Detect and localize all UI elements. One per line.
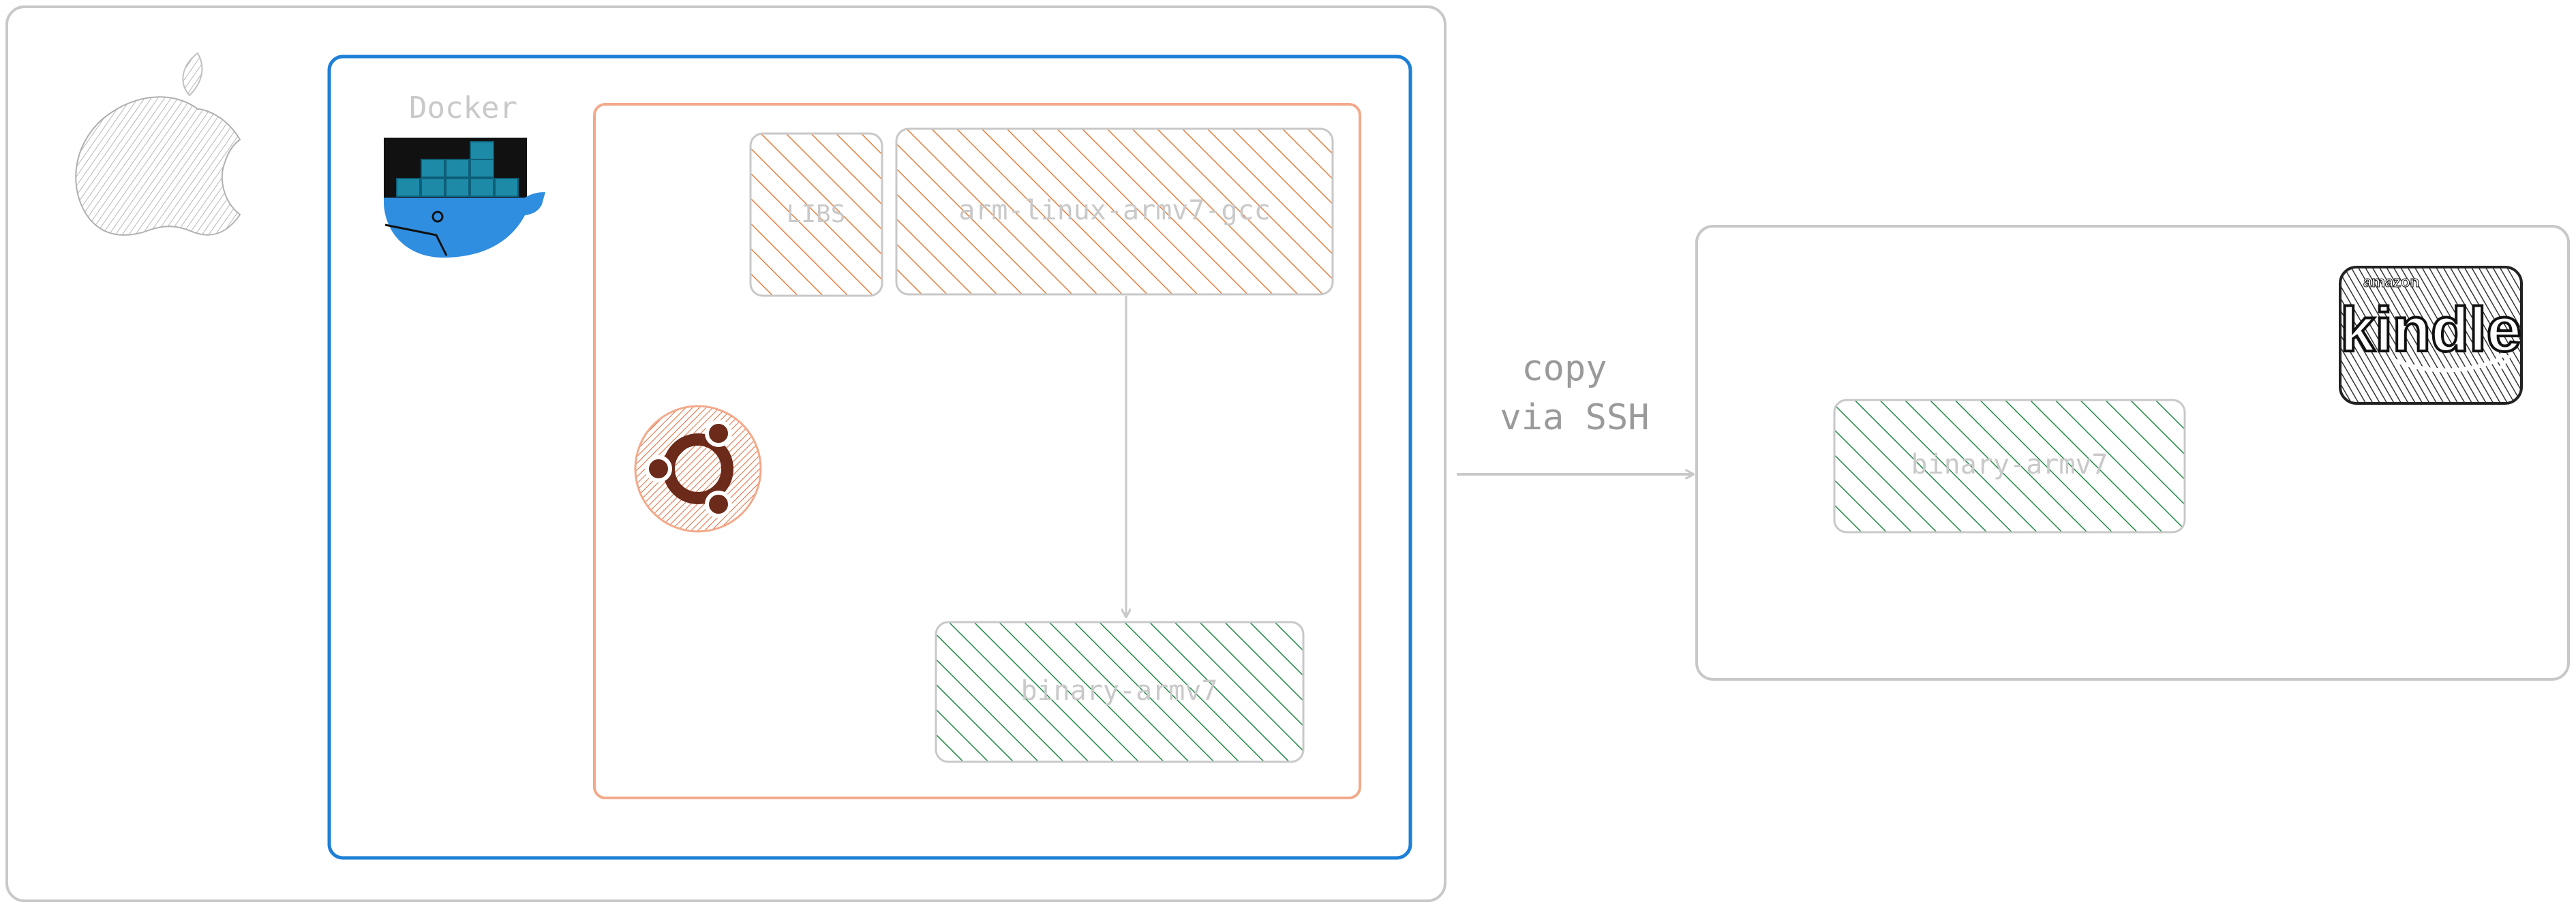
libs-box — [749, 132, 883, 297]
kindle-logo-icon: amazon kindle — [2339, 266, 2523, 405]
kindle-brand: kindle — [2340, 295, 2521, 365]
transfer-label-line2: via SSH — [1500, 397, 1649, 438]
kindle-frame — [1695, 225, 2570, 681]
host-frame — [5, 5, 1446, 902]
libs-label: LIBS — [787, 200, 846, 228]
docker-label: Docker — [409, 91, 517, 125]
apple-icon — [75, 52, 241, 236]
ubuntu-container-frame — [593, 103, 1361, 799]
kindle-brand-small: amazon — [2363, 273, 2419, 290]
docker-frame — [327, 55, 1412, 860]
ubuntu-icon — [634, 405, 762, 533]
built-binary-label: binary-armv7 — [1021, 675, 1218, 707]
built-binary-box — [935, 621, 1305, 763]
transfer-label-line1: copy — [1521, 348, 1607, 389]
gcc-toolchain-label: arm-linux-armv7-gcc — [958, 195, 1271, 226]
gcc-toolchain-box — [895, 127, 1334, 296]
deployed-binary-box — [1833, 399, 2186, 534]
docker-whale-icon — [384, 138, 545, 258]
deployed-binary-label: binary-armv7 — [1911, 449, 2108, 480]
